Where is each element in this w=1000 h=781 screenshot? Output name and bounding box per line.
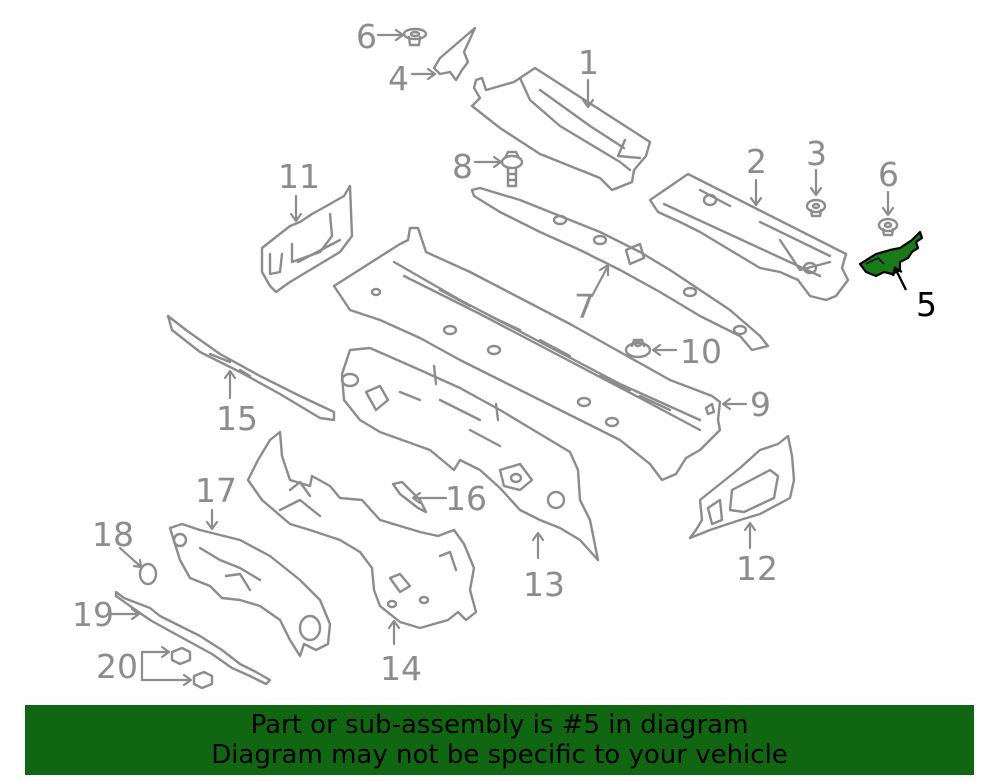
part-8-bolt[interactable] bbox=[500, 150, 524, 188]
part-10-nut[interactable] bbox=[624, 338, 652, 359]
callout-18: 18 bbox=[92, 515, 134, 554]
part-14-dash-silencer[interactable] bbox=[246, 430, 478, 630]
callout-17: 17 bbox=[195, 471, 237, 510]
part-9-cowl-top[interactable] bbox=[332, 226, 722, 482]
part-13-dash-insulator[interactable] bbox=[340, 346, 600, 562]
callout-12: 12 bbox=[736, 549, 778, 588]
parts-diagram bbox=[110, 26, 924, 690]
callout-6-right: 6 bbox=[878, 155, 899, 194]
callout-13: 13 bbox=[523, 565, 565, 604]
callout-20: 20 bbox=[96, 647, 138, 686]
part-12-side-panel[interactable] bbox=[688, 434, 796, 540]
part-15-seal-strip[interactable] bbox=[166, 314, 336, 422]
callout-19: 19 bbox=[72, 595, 114, 634]
callout-3: 3 bbox=[806, 134, 827, 173]
callout-16: 16 bbox=[445, 479, 487, 518]
part-7-reinforcement[interactable] bbox=[470, 186, 770, 352]
info-banner: Part or sub-assembly is #5 in diagram Di… bbox=[25, 705, 974, 775]
callout-8: 8 bbox=[452, 147, 473, 186]
callout-9: 9 bbox=[750, 385, 771, 424]
callout-10: 10 bbox=[680, 332, 722, 371]
part-11-side-panel[interactable] bbox=[260, 184, 354, 294]
leader-lines bbox=[110, 28, 895, 687]
part-6-clip-right[interactable] bbox=[877, 217, 899, 237]
part-2-cowl-panel[interactable] bbox=[648, 172, 850, 302]
part-20-clips[interactable] bbox=[170, 646, 214, 690]
callout-15: 15 bbox=[216, 399, 258, 438]
callout-7: 7 bbox=[574, 287, 595, 326]
banner-line-disclaimer: Diagram may not be specific to your vehi… bbox=[211, 740, 788, 770]
callout-5-highlighted: 5 bbox=[916, 285, 937, 324]
part-5-highlighted[interactable] bbox=[858, 230, 924, 291]
callout-4: 4 bbox=[388, 59, 409, 98]
part-4-bracket[interactable] bbox=[432, 26, 477, 82]
part-1-cowl-cover[interactable] bbox=[470, 66, 652, 192]
callout-1: 1 bbox=[578, 43, 599, 82]
part-17-side-insulator[interactable] bbox=[168, 522, 332, 658]
callout-6-top: 6 bbox=[356, 17, 377, 56]
callout-2: 2 bbox=[746, 142, 767, 181]
part-6-clip-top[interactable] bbox=[402, 27, 428, 47]
part-16-insulator[interactable] bbox=[391, 480, 428, 514]
part-3-clip[interactable] bbox=[805, 198, 827, 218]
callout-14: 14 bbox=[380, 649, 422, 688]
part-18-grommet[interactable] bbox=[138, 562, 158, 586]
banner-line-part-number: Part or sub-assembly is #5 in diagram bbox=[250, 710, 749, 740]
part-19-strip[interactable] bbox=[114, 590, 272, 686]
callout-11: 11 bbox=[278, 157, 320, 196]
